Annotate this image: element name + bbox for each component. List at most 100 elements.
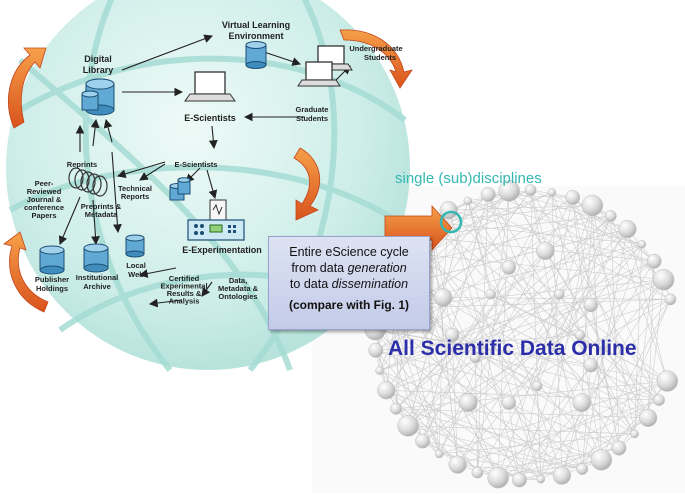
network-edge: [430, 221, 458, 465]
archive-database-icon: [83, 243, 109, 273]
network-edge: [457, 243, 643, 465]
network-edge: [439, 380, 668, 455]
network-edge: [415, 235, 655, 262]
label-data-metadata: Data,Metadata &Ontologies: [218, 276, 259, 301]
network-node: [664, 293, 677, 306]
network-edge: [374, 329, 542, 480]
network-edge: [519, 299, 671, 481]
network-edge: [627, 228, 668, 382]
network-node: [501, 395, 517, 410]
network-edge: [375, 334, 581, 351]
label-e-scientists-top: E-Scientists: [184, 113, 236, 123]
network-edge: [477, 380, 668, 473]
network-edge: [386, 293, 560, 391]
network-edge: [488, 194, 643, 245]
network-edge: [448, 209, 649, 419]
network-node: [536, 474, 546, 484]
network-edges: [374, 189, 671, 481]
subdisciplines-label: single (sub)disciplines: [395, 170, 542, 187]
network-node: [415, 433, 431, 449]
network-node: [390, 402, 402, 415]
network-edge: [509, 190, 628, 230]
label-reprints: Reprints: [67, 160, 97, 169]
network-edge: [386, 189, 531, 391]
network-node: [511, 472, 527, 488]
experiment-database-icon: [169, 177, 191, 201]
network-node: [498, 180, 520, 202]
network-edge: [395, 408, 440, 455]
network-edge: [610, 215, 668, 382]
network-edge: [572, 197, 620, 449]
network-node: [565, 190, 581, 205]
network-edge: [395, 205, 593, 410]
network-edge: [467, 200, 542, 480]
network-node: [656, 370, 678, 392]
network-edge: [508, 190, 546, 251]
network-edge: [592, 205, 635, 435]
network-edge: [448, 209, 655, 262]
network-node: [583, 297, 599, 313]
network-edge: [379, 243, 643, 371]
escience-cycle-callout: Entire eScience cycle from data generati…: [268, 236, 430, 330]
network-edge: [438, 192, 553, 455]
instrument-icon: [187, 199, 245, 241]
network-edge: [477, 228, 628, 473]
network-edge: [487, 194, 635, 435]
network-edge: [375, 350, 478, 473]
reprints-coil-icon: [68, 167, 108, 197]
network-edge: [386, 389, 660, 401]
network-edge: [647, 279, 664, 418]
network-edge: [477, 190, 510, 473]
network-edge: [375, 329, 660, 401]
network-node: [459, 393, 478, 412]
network-edge: [375, 329, 591, 366]
network-edge: [422, 299, 671, 442]
network-edge: [561, 244, 643, 476]
network-edge: [451, 279, 664, 336]
network-node: [590, 449, 612, 471]
network-edge: [530, 189, 660, 401]
callout-line-4: (compare with Fig. 1): [288, 298, 409, 312]
network-node: [470, 352, 481, 363]
network-edge: [415, 235, 602, 461]
network-edge: [451, 334, 458, 465]
vle-database-icon: [245, 41, 267, 69]
network-node: [448, 455, 467, 474]
network-edge: [415, 235, 583, 470]
highlight-ring: [439, 210, 463, 234]
network-edge: [457, 399, 660, 465]
network-node: [653, 394, 665, 406]
network-edge: [379, 190, 510, 371]
network-node: [554, 288, 565, 300]
network-edge: [581, 365, 592, 470]
callout-line-1: Entire eScience cycle: [289, 245, 409, 259]
network-edge: [390, 269, 660, 401]
network-node: [552, 466, 571, 485]
curved-arrow-icon: [7, 47, 47, 129]
label-e-experimentation: E-Experimentation: [182, 245, 262, 255]
network-node: [646, 253, 662, 269]
laptop-icon: [184, 45, 353, 102]
network-node: [471, 466, 484, 479]
callout-line-3: to data dissemination: [289, 277, 409, 291]
network-node: [501, 260, 517, 275]
network-node: [487, 467, 509, 489]
digital-library-icon: [81, 78, 115, 116]
network-node: [583, 357, 599, 373]
network-node: [463, 196, 473, 206]
network-edge: [581, 228, 628, 470]
network-node: [535, 241, 555, 260]
network-node: [377, 381, 396, 400]
label-digital-library: Digital: [84, 54, 112, 64]
publisher-database-icon: [39, 245, 65, 275]
network-edge: [519, 215, 612, 480]
network-edge: [551, 192, 563, 476]
network-edge: [477, 194, 489, 473]
network-edge: [377, 308, 563, 476]
network-edge: [375, 349, 649, 419]
